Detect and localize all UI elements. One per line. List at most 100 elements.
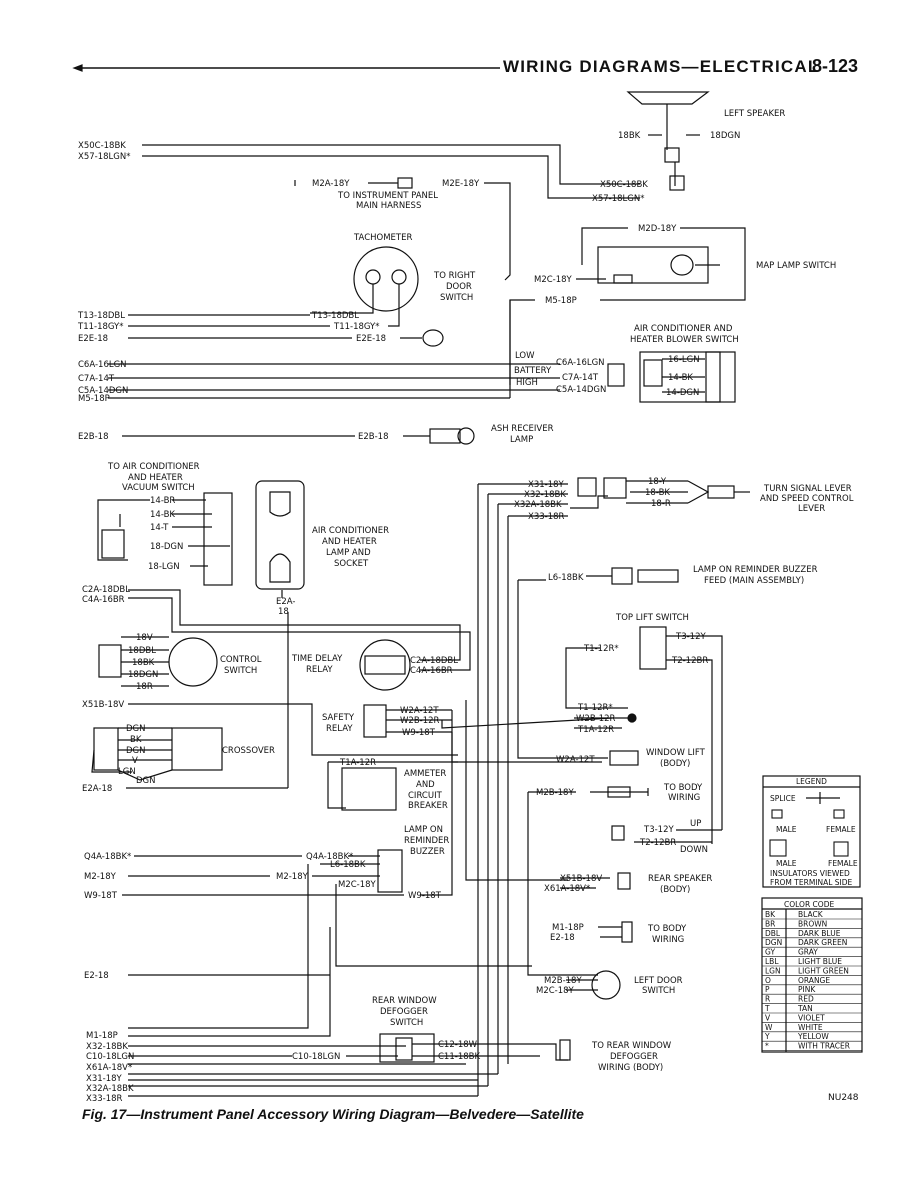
turn-signal-label-3: LEVER bbox=[798, 504, 825, 514]
color-code-abbrev: BR bbox=[765, 919, 775, 928]
to-rear-window-label: TO REAR WINDOW bbox=[591, 1041, 672, 1051]
wire-e2e: E2E-18 bbox=[78, 334, 108, 344]
color-code-name: YELLOW bbox=[797, 1032, 829, 1041]
wire-m2b-right: M2B-18Y bbox=[544, 976, 582, 986]
legend-splice: SPLICE bbox=[770, 794, 796, 803]
wire-e2a-label: E2A- bbox=[276, 597, 295, 607]
wire-18v: 18V bbox=[136, 633, 153, 643]
wire-w9-right: W9-18T bbox=[408, 891, 442, 901]
time-delay-label: TIME DELAY bbox=[291, 654, 343, 664]
color-code-abbrev: DBL bbox=[765, 929, 781, 938]
left-speaker-label: LEFT SPEAKER bbox=[724, 109, 785, 119]
color-code-abbrev: P bbox=[765, 985, 770, 994]
turn-signal-label-2: AND SPEED CONTROL bbox=[760, 494, 854, 504]
legend-title: LEGEND bbox=[796, 777, 827, 786]
wire-18dgn-b: 18-DGN bbox=[150, 542, 183, 552]
wire-e2a-full: E2A-18 bbox=[82, 784, 112, 794]
wire-t1: T1-12R* bbox=[583, 644, 619, 654]
wire-14bk: 14-BK bbox=[668, 373, 693, 383]
wire-18dgn: 18DGN bbox=[710, 131, 740, 141]
wire-14br: 14-BR bbox=[150, 496, 175, 506]
wire-w9: W9-18T bbox=[402, 728, 436, 738]
lamp-on-label: LAMP ON bbox=[404, 825, 443, 835]
wire-x51b: X51B-18V bbox=[82, 700, 124, 710]
wire-x50c-right: X50C-18BK bbox=[600, 180, 648, 190]
color-code-abbrev: * bbox=[765, 1042, 769, 1051]
wire-c7a: C7A-14T bbox=[78, 374, 115, 384]
turn-signal-label-1: TURN SIGNAL LEVER bbox=[763, 484, 852, 494]
wire-l6: L6-18BK bbox=[548, 573, 584, 583]
color-code-name: RED bbox=[798, 995, 814, 1004]
top-lift-switch-label: TOP LIFT SWITCH bbox=[615, 613, 689, 623]
wire-w2a-right: W2A-12T bbox=[556, 755, 595, 765]
wire-c4a-right: C4A-16BR bbox=[410, 666, 453, 676]
safety-label: SAFETY bbox=[322, 713, 355, 723]
color-code-abbrev: W bbox=[765, 1023, 773, 1032]
wire-c11: C11-18BK bbox=[438, 1052, 480, 1062]
wire-w9-left: W9-18T bbox=[84, 891, 118, 901]
wire-16lgn: 16-LGN bbox=[668, 355, 700, 365]
wire-18lgn: 18-LGN bbox=[148, 562, 180, 572]
wire-18bk: 18BK bbox=[618, 131, 641, 141]
wire-18bk-c: 18BK bbox=[132, 658, 155, 668]
wire-x32a: X32A-18BK bbox=[514, 500, 562, 510]
door-label: DOOR bbox=[446, 282, 472, 292]
wire-18dbl: 18DBL bbox=[128, 646, 156, 656]
figure-caption: Fig. 17—Instrument Panel Accessory Wirin… bbox=[82, 1106, 584, 1122]
legend-female: FEMALE bbox=[826, 825, 856, 834]
relay-label: RELAY bbox=[306, 665, 333, 675]
wire-m2a: M2A-18Y bbox=[312, 179, 350, 189]
buzzer-feed-label-2: FEED (MAIN ASSEMBLY) bbox=[704, 576, 804, 586]
high-label: HIGH bbox=[516, 378, 538, 388]
wire-t11: T11-18GY* bbox=[77, 322, 124, 332]
wire-dgn-c: DGN bbox=[136, 776, 156, 786]
wire-m2e: M2E-18Y bbox=[442, 179, 480, 189]
main-harness-label: MAIN HARNESS bbox=[356, 201, 421, 211]
color-code-name: GRAY bbox=[798, 948, 818, 957]
color-code-abbrev: LBL bbox=[765, 957, 779, 966]
color-code-name: PINK bbox=[798, 985, 816, 994]
wire-x61a: X61A-18V* bbox=[544, 884, 590, 894]
legend-male: MALE bbox=[776, 825, 797, 834]
color-code-name: LIGHT BLUE bbox=[798, 957, 842, 966]
color-code-abbrev: BK bbox=[765, 910, 776, 919]
color-code-abbrev: LGN bbox=[765, 966, 781, 975]
low-label: LOW bbox=[515, 351, 535, 361]
wire-x31: X31-18Y bbox=[528, 480, 565, 490]
wire-m2c-right: M2C-18Y bbox=[536, 986, 575, 996]
wire-18r: 18R bbox=[136, 682, 153, 692]
wire-e2a-18: 18 bbox=[278, 607, 289, 617]
to-body-wiring-label: WIRING bbox=[668, 793, 700, 803]
to-instrument-panel-label: TO INSTRUMENT PANEL bbox=[337, 191, 438, 201]
circuit-label: CIRCUIT bbox=[408, 791, 443, 801]
wire-w2b-right: W2B-12R bbox=[576, 714, 616, 724]
wire-14bk-b: 14-BK bbox=[150, 510, 175, 520]
wire-w2a: W2A-12T bbox=[400, 706, 439, 716]
window-lift-body-label: (BODY) bbox=[660, 759, 690, 769]
color-code-name: BLACK bbox=[798, 910, 824, 919]
wire-t1a-box: T1A-12R bbox=[339, 758, 376, 768]
control-switch-label: SWITCH bbox=[224, 666, 257, 676]
color-code-name: BROWN bbox=[798, 919, 827, 928]
control-label: CONTROL bbox=[220, 655, 262, 665]
color-code-abbrev: Y bbox=[764, 1032, 770, 1041]
wire-c5a-right: C5A-14DGN bbox=[556, 385, 606, 395]
wire-dgn-b: DGN bbox=[126, 746, 146, 756]
wire-lgn: LGN bbox=[118, 767, 136, 777]
to-body-wiring-label-2: WIRING bbox=[652, 935, 684, 945]
to-right-label: TO RIGHT bbox=[433, 271, 476, 281]
wire-e2e-right: E2E-18 bbox=[356, 334, 386, 344]
to-ac-label-1: TO AIR CONDITIONER bbox=[107, 462, 200, 472]
color-code-abbrev: T bbox=[764, 1004, 770, 1013]
wire-x32-left: X32-18BK bbox=[86, 1042, 128, 1052]
left-door-switch-label: SWITCH bbox=[642, 986, 675, 996]
wire-14t: 14-T bbox=[150, 523, 169, 533]
ac-lamp-label-3: LAMP AND bbox=[326, 548, 371, 558]
wire-x51b-right: X51B-18V bbox=[560, 874, 602, 884]
color-code-name: TAN bbox=[797, 1004, 813, 1013]
down-label: DOWN bbox=[680, 845, 708, 855]
legend-note-1: INSULATORS VIEWED bbox=[770, 869, 850, 878]
safety-relay-label: RELAY bbox=[326, 724, 353, 734]
defogger-wiring-label: WIRING (BODY) bbox=[598, 1063, 663, 1073]
